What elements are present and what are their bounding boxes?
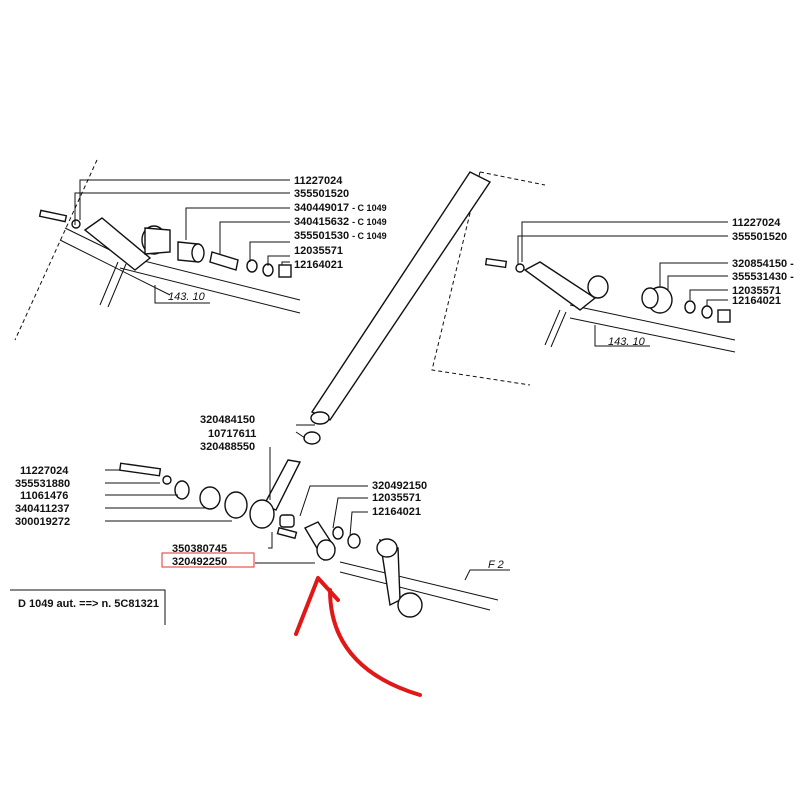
label-c-2: 320488550 <box>200 441 255 453</box>
note-text: D 1049 aut. ==> n. 5C81321 <box>18 598 159 610</box>
label-tl-5: 12035571 <box>294 245 343 257</box>
nut-icon <box>278 264 292 278</box>
label-tr-0: 11227024 <box>732 217 781 229</box>
label-c-1: 10717611 <box>208 428 256 440</box>
washer-icon <box>515 263 525 273</box>
clip-icon <box>174 480 190 500</box>
washer-icon <box>71 219 81 229</box>
washer-icon <box>332 526 344 540</box>
label-tr-3: 355531430 - <box>732 271 794 283</box>
label-tl-6: 12164021 <box>294 259 343 271</box>
red-arrow-icon <box>328 588 422 697</box>
red-arrowhead-icon <box>294 576 340 636</box>
label-tl-3: 340415632- C 1049 <box>294 216 387 228</box>
assembly-center <box>105 424 510 618</box>
bolt-icon <box>38 209 68 223</box>
label-bm-0: 350380745 <box>172 543 227 555</box>
threaded-rod-icon <box>263 459 302 511</box>
ring-icon <box>701 305 713 319</box>
label-tl-0: 11227024 <box>294 175 343 187</box>
rod-icon <box>310 171 492 421</box>
label-tr-2: 320854150 - <box>732 258 794 270</box>
rod <box>303 171 492 445</box>
label-tl-2: 340449017- C 1049 <box>294 202 387 214</box>
label-br-1: 12035571 <box>372 492 421 504</box>
lever-arm-icon <box>83 217 152 271</box>
bushing-icon <box>587 275 609 299</box>
nut-icon <box>303 431 321 445</box>
pin-icon <box>276 526 298 540</box>
bolt-icon <box>118 462 162 477</box>
nut-icon <box>347 533 361 549</box>
assembly-top-right <box>431 171 736 386</box>
ball-joint-icon <box>249 499 275 529</box>
ring-icon <box>246 259 258 273</box>
highlight-box <box>161 552 255 568</box>
assembly-top-left <box>14 159 301 341</box>
bolt-icon <box>484 257 508 269</box>
label-c-0: 320484150 <box>200 414 255 426</box>
boundary-line-left <box>14 159 98 341</box>
label-tr-1: 355501520 <box>732 231 787 243</box>
label-br-0: 320492150 <box>372 480 427 492</box>
note-box <box>10 589 166 625</box>
label-tr-5: 12164021 <box>732 295 781 307</box>
label-bl-2: 11061476 <box>20 490 68 502</box>
label-bl-0: 11227024 <box>20 465 69 477</box>
washer-icon <box>684 300 696 314</box>
bushing-icon <box>224 491 248 519</box>
ref-right: 143. 10 <box>608 336 646 348</box>
washer-icon <box>162 475 172 485</box>
label-tl-1: 355501520 <box>294 188 349 200</box>
ref-left: 143. 10 <box>168 291 206 303</box>
label-tl-4: 355501530- C 1049 <box>294 230 387 242</box>
label-tr-4: 12035571 <box>732 285 781 297</box>
label-bm-1: 320492250 <box>172 556 227 568</box>
label-bl-3: 340411237 <box>15 503 69 515</box>
bushing-icon <box>199 486 221 510</box>
bracket-ring-icon <box>316 539 336 561</box>
nut-icon <box>717 309 731 323</box>
pin-icon <box>209 251 239 271</box>
spacer-icon <box>279 514 295 528</box>
label-bl-4: 300019272 <box>15 516 70 528</box>
ref-f2: F 2 <box>488 559 504 571</box>
lever-arm-icon <box>523 261 597 311</box>
label-bl-1: 355531880 <box>15 478 70 490</box>
label-br-2: 12164021 <box>372 506 421 518</box>
